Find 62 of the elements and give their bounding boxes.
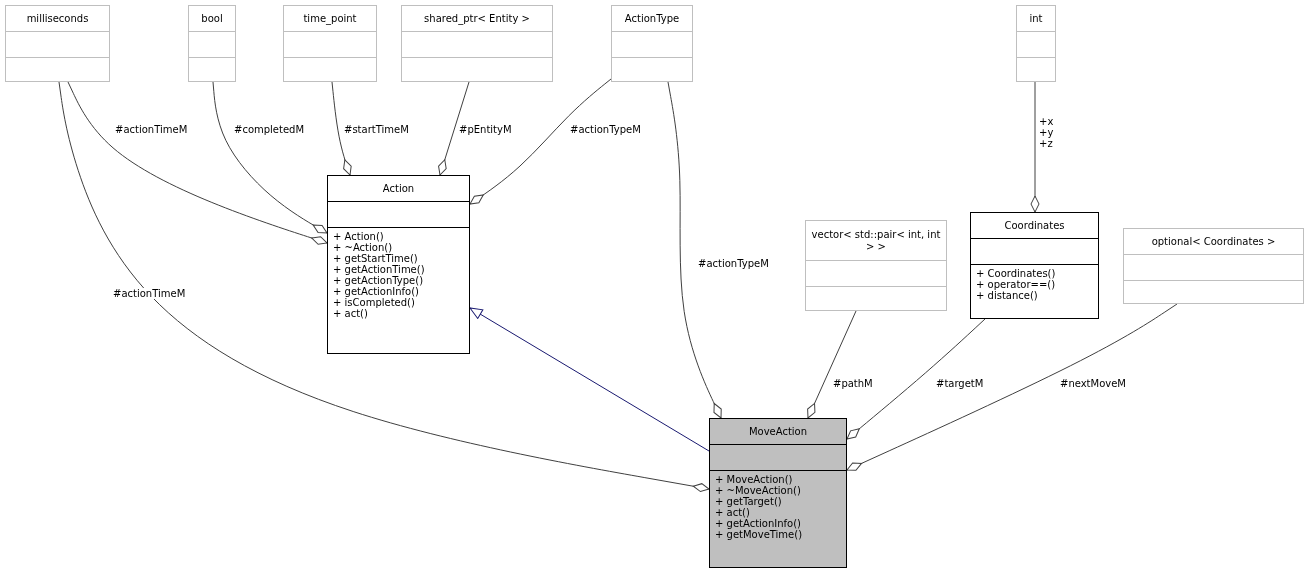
method-name: + act(): [333, 308, 368, 319]
aggregation-line: [807, 310, 857, 419]
aggregation-line: [1030, 81, 1040, 213]
edge-label: #actionTypeM: [569, 124, 642, 135]
edge-label: #nextMoveM: [1059, 378, 1127, 389]
class-box: [401, 5, 553, 82]
class-box: [1016, 5, 1056, 82]
aggregation-line: [212, 81, 328, 234]
edge-label: #targetM: [935, 378, 985, 389]
class-box: [805, 220, 947, 311]
method-name: + getActionInfo(): [715, 518, 803, 529]
method-name: + getActionTime(): [333, 264, 426, 275]
class-name: time_point: [303, 12, 357, 25]
edge-label: #startTimeM: [343, 124, 410, 135]
method-name: + getMoveTime(): [715, 529, 804, 540]
class-box: [188, 5, 236, 82]
method-name: + ~MoveAction(): [715, 485, 802, 496]
class-name: ActionType: [624, 12, 680, 25]
inheritance-arrow: [469, 307, 710, 452]
edge-label: #actionTimeM: [112, 288, 187, 299]
method-name: + getTarget(): [715, 496, 783, 507]
method-name: + getActionInfo(): [333, 286, 420, 297]
class-box: [611, 5, 693, 82]
aggregation-line: [846, 303, 1178, 471]
edge-label: #actionTypeM: [697, 258, 770, 269]
class-box: [5, 5, 110, 82]
class-box: [709, 418, 847, 568]
method-name: + getActionType(): [333, 275, 425, 286]
edge-label: #pEntityM: [458, 124, 513, 135]
class-name: Action: [382, 182, 415, 195]
aggregation-line: [667, 81, 722, 419]
edge-label: #completedM: [233, 124, 306, 135]
class-name: int: [1029, 12, 1043, 25]
class-name: shared_ptr< Entity >: [424, 12, 530, 25]
class-name: milliseconds: [26, 12, 89, 25]
aggregation-line: [58, 81, 710, 493]
method-name: + getStartTime(): [333, 253, 419, 264]
method-name: + MoveAction(): [715, 474, 794, 485]
class-name: Coordinates: [1004, 219, 1065, 232]
method-name: + Coordinates(): [976, 268, 1057, 279]
method-name: + Action(): [333, 231, 385, 242]
class-name: vector< std::pair< int, int > >: [810, 228, 942, 253]
method-name: + isCompleted(): [333, 297, 415, 308]
aggregation-line: [67, 81, 328, 245]
method-name: + operator==(): [976, 279, 1057, 290]
edge-label: +x +y +z: [1038, 116, 1055, 149]
aggregation-line: [331, 81, 352, 176]
method-name: + ~Action(): [333, 242, 394, 253]
class-name: MoveAction: [748, 425, 808, 438]
aggregation-line: [438, 81, 470, 176]
class-name: optional< Coordinates >: [1151, 235, 1276, 248]
class-box: [283, 5, 377, 82]
class-name: bool: [201, 12, 223, 25]
class-box: [1123, 228, 1304, 304]
aggregation-line: [469, 78, 612, 205]
class-box: [327, 175, 470, 354]
edge-label: #actionTimeM: [114, 124, 189, 135]
edge-label: #pathM: [832, 378, 874, 389]
aggregation-line: [846, 318, 986, 440]
method-name: + act(): [715, 507, 750, 518]
method-name: + distance(): [976, 290, 1038, 301]
class-box: [970, 212, 1099, 319]
